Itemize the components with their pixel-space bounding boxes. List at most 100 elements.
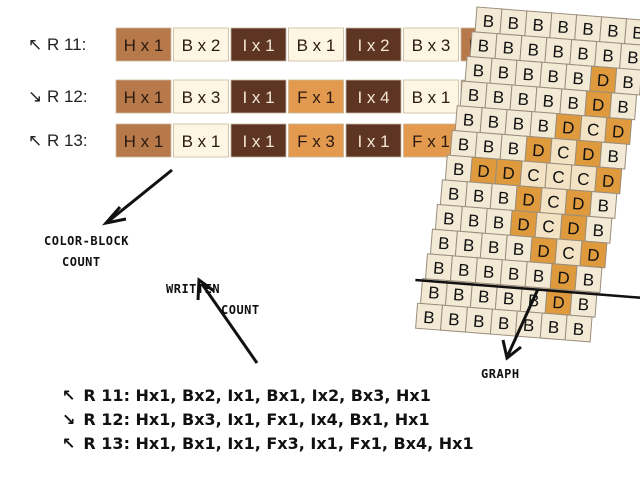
graph-cell-letter: D [591,95,605,115]
graph-cell-letter: B [447,184,460,204]
graph-cell: B [569,38,598,67]
graph-cell-letter: B [607,147,620,167]
graph-cell-letter: B [622,73,635,93]
graph-cell: D [554,113,583,142]
graph-cell-letter: B [582,270,595,290]
graph-cell-letter: B [472,61,485,81]
color-block-label: F x 1 [412,132,450,151]
graph-cell: B [499,259,528,288]
graph-cell: D [524,135,553,164]
graph-cell-letter: D [517,215,531,235]
graph-cell: B [429,228,458,257]
graph-cell: B [464,55,493,84]
graph-cell: B [439,304,468,333]
graph-cell-letter: C [547,192,561,212]
graph-cell-letter: B [482,262,495,282]
graph-cell-letter: B [467,211,480,231]
graph-cell: B [420,278,448,306]
color-block-label: F x 1 [297,88,335,107]
graph-cell: B [454,230,483,259]
graph-cell-letter: C [556,143,570,163]
graph-cell-letter: B [497,314,510,334]
graph-cell-letter: B [522,316,535,336]
graph-cell: B [544,37,573,65]
graph-cell: B [469,281,498,310]
graph-cell-letter: D [522,190,536,210]
color-block: H x 1 [115,123,172,158]
color-block-label: B x 1 [412,88,451,107]
graph-cell: B [519,35,548,64]
graph-cell-letter: B [492,213,505,233]
graph-cell: D [514,185,543,214]
graph-cell: B [599,16,628,45]
graph-cell-letter: B [632,23,640,43]
graph-cell-letter: B [467,86,480,106]
graph-label: GRAPH [481,367,520,381]
color-block-label: I x 2 [357,36,389,55]
color-block-label: I x 1 [242,36,274,55]
graph-cell-letter: B [462,110,475,130]
graph-cell-letter: B [617,97,630,117]
graph-cell: B [454,105,483,134]
color-block-label: I x 1 [357,132,389,151]
color-block: B x 1 [288,27,344,62]
color-block: I x 1 [230,123,287,158]
graph-cell-letter: B [507,139,520,159]
color-block: H x 1 [115,79,172,114]
graph-cell-letter: D [502,164,516,184]
graph-cell-letter: B [428,283,441,303]
color-block: F x 1 [288,79,344,114]
graph-cell: B [415,302,444,331]
graph-cell: D [469,156,498,185]
written-count: ↖R 11: Hx1, Bx2, Ix1, Bx1, Ix2, Bx3, Hx1… [62,386,474,453]
color-block: I x 1 [345,123,402,158]
row-label: ↖ R 13: [28,131,88,150]
color-block-label: H x 1 [124,36,164,55]
graph-cell-letter: D [557,268,571,288]
graph-cell: D [574,139,603,168]
graph-cell-letter: B [487,238,500,258]
graph-cell: D [594,166,623,195]
graph-cell-letter: B [482,12,495,32]
graph-cell: C [519,160,548,189]
color-block-label: B x 3 [412,36,451,55]
color-block: B x 1 [403,79,459,114]
graph-cell: B [624,18,640,47]
graph-cell: B [459,205,488,234]
graph-cell: B [464,306,493,335]
graph-cell-letter: B [577,44,590,64]
graph-cell: B [484,207,513,236]
graph-cell: D [494,158,523,187]
color-block-row: ↖ R 13:H x 1B x 1I x 1F x 3I x 1F x 1B x… [28,123,517,158]
graph-cell: D [604,116,633,145]
graph-cell: B [529,111,558,140]
color-block: B x 1 [173,123,229,158]
graph-cell-letter: B [512,114,525,134]
row-label: ↘ R 12: [28,87,88,106]
color-block: H x 1 [115,27,172,62]
color-block: B x 3 [403,27,459,62]
graph-cell: D [549,263,578,292]
graph-cell: C [549,137,578,166]
graph-cell: D [564,189,593,218]
graph-cell: B [494,33,523,62]
graph-cell-letter: B [477,287,490,307]
row-direction-arrow: ↖ [62,386,75,405]
color-block-label: B x 2 [182,36,221,55]
written-row-13: ↖R 13: Hx1, Bx1, Ix1, Fx3, Ix1, Fx1, Bx4… [62,434,474,453]
color-block-label: I x 1 [242,132,274,151]
graph-cell-letter: B [423,308,436,328]
graph-cell-letter: D [532,141,546,161]
graph-cell-letter: B [472,312,485,332]
graph-cell: B [504,109,533,138]
color-block: B x 3 [173,79,229,114]
graph-cell-letter: D [581,145,595,165]
graph-cell-letter: B [517,90,530,110]
graph-cell-letter: B [582,19,595,39]
graph-cell: B [489,183,518,212]
graph-cell-letter: B [547,67,560,87]
graph-cell: B [499,133,528,162]
graph-cell: C [569,164,598,193]
